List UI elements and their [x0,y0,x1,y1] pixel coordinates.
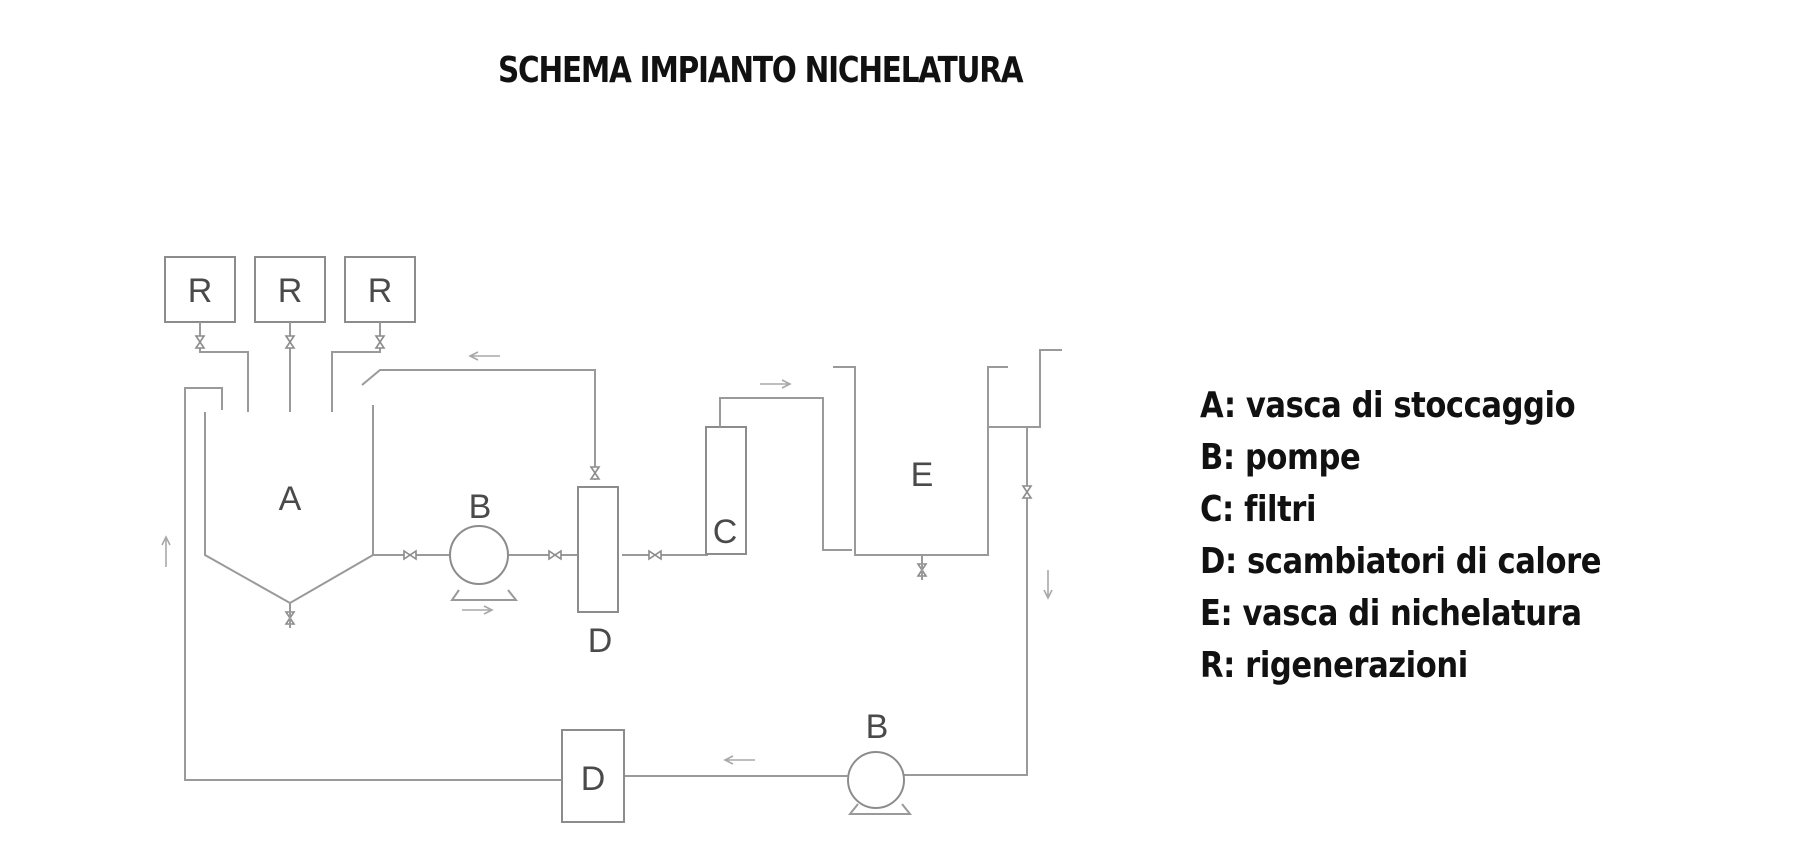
legend-item-b: B: pompe [1200,437,1361,478]
valve-icon [648,550,662,560]
valve-icon [375,335,385,349]
storage-tank-a: A [204,405,374,628]
flow-arrow-icon [468,351,500,361]
legend-item-r: R: rigenerazioni [1200,645,1468,686]
heat-exchanger-d-bottom: D [561,729,625,823]
valve-icon [403,550,417,560]
legend-item-e: E: vasca di nichelatura [1200,593,1582,634]
plating-tank-label: E [911,456,934,494]
legend-item-d: D: scambiatori di calore [1200,541,1602,582]
regeneration-tank-1: R [164,256,236,323]
return-line-to-tank [361,351,600,480]
legend-item-a: A: vasca di stoccaggio [1200,385,1576,426]
regeneration-tank-label: R [278,272,303,310]
flow-arrow-icon [723,755,755,765]
flow-arrow-icon [760,379,792,389]
valve-icon [1022,485,1032,499]
regeneration-feed-lines [195,322,385,412]
valve-icon [195,335,205,349]
flow-arrow-icon [161,535,171,567]
storage-tank-label: A [279,480,302,518]
heat-exchanger-label: D [581,760,606,798]
regeneration-tank-3: R [344,256,416,323]
valve-icon [285,335,295,349]
filter-label: C [713,513,738,551]
pump-b-bottom: B [847,708,913,815]
pump-label: B [469,488,492,526]
pump-b-top: B [449,488,519,601]
regeneration-tank-label: R [188,272,213,310]
pump-label: B [866,708,889,746]
plating-tank-e: E [833,349,1062,580]
legend: A: vasca di stoccaggio B: pompe C: filtr… [1200,380,1602,692]
main-flow-line [373,550,708,615]
heat-exchanger-d-top: D [577,486,619,660]
outlet-line [900,427,1053,776]
filter-c: C [705,379,852,555]
diagram-title: SCHEMA IMPIANTO NICHELATURA [498,50,1024,91]
regeneration-tank-2: R [254,256,326,323]
valve-icon [548,550,562,560]
valve-icon [590,466,600,480]
regeneration-tank-label: R [368,272,393,310]
legend-item-c: C: filtri [1200,489,1317,530]
flow-arrow-icon [1043,570,1053,600]
heat-exchanger-label: D [588,622,613,660]
flow-arrow-icon [462,605,494,615]
bottom-return-line [161,387,848,781]
